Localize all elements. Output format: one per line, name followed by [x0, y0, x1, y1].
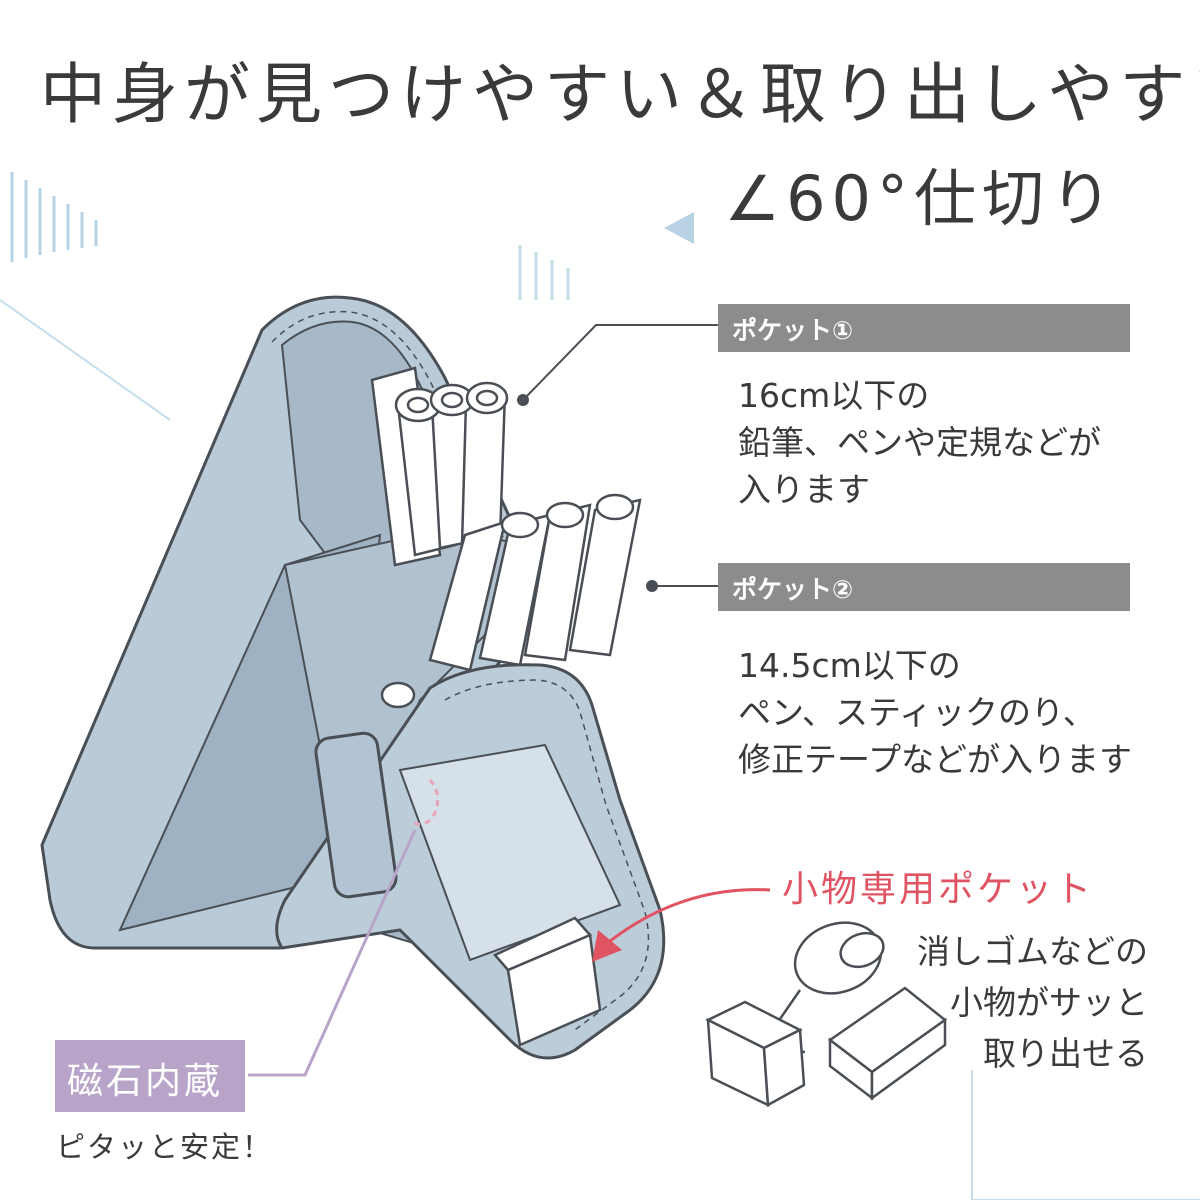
magnet-label-box: 磁石内蔵 [55, 1040, 245, 1112]
subtitle-partition: ∠60°仕切り [724, 162, 1118, 235]
pocket-2-desc-line: 修正テープなどが入ります [738, 740, 1133, 779]
eraser-icon [705, 1000, 806, 1108]
pocket-1-leader [517, 324, 718, 406]
pocket-1-description: 16cm以下の 鉛筆、ペンや定規などが 入ります [738, 372, 1101, 513]
case-front-stitch [444, 679, 650, 1033]
decorative-stripes-left [10, 172, 98, 262]
pocket-1-desc-line: 16cm以下の [738, 376, 930, 415]
pocket-1-desc-line: 入ります [738, 470, 870, 509]
pocket-2-label: ポケット② [732, 575, 854, 604]
eraser-in-pocket [492, 916, 602, 1047]
sticky-notes-icon [827, 986, 948, 1101]
zipper-pull [314, 681, 416, 899]
small-pocket-desc-line: 小物がサッと [950, 983, 1148, 1022]
decorative-line-left [0, 299, 171, 421]
main-title: 中身が見つけやすい＆取り出しやすい [40, 56, 1200, 133]
small-pocket-arrow [592, 888, 771, 962]
pocket-2-desc-line: 14.5cm以下の [738, 646, 961, 685]
pocket-2-description: 14.5cm以下の ペン、スティックのり、 修正テープなどが入ります [738, 642, 1132, 783]
pocket-1-label-bar: ポケット① [718, 304, 1130, 352]
magnet-leader-line [248, 829, 417, 1077]
pocket-2-desc-line: ペン、スティックのり、 [738, 693, 1096, 732]
small-pocket-desc-line: 取り出せる [983, 1034, 1148, 1073]
pocket-2-label-bar: ポケット② [718, 563, 1130, 611]
small-pocket-desc-line: 消しゴムなどの [917, 932, 1148, 971]
small-pocket-label: 小物専用ポケット [782, 869, 1095, 910]
tape-roll-icon [757, 921, 885, 1054]
pocket-2-leader [646, 580, 718, 592]
magnet-indicator-icon [408, 778, 440, 826]
decorative-stripes-mid [518, 245, 570, 300]
small-pocket-description: 消しゴムなどの 小物がサッと 取り出せる [917, 926, 1148, 1079]
magnet-description: ピタッと安定！ [56, 1130, 274, 1164]
decorative-corner-triangle [971, 1070, 1200, 1200]
decorative-triangle [664, 212, 694, 244]
small-pocket-interior [398, 743, 622, 962]
magnet-label: 磁石内蔵 [67, 1061, 224, 1102]
pocket-1-label: ポケット① [732, 316, 854, 345]
pens-pocket-2 [428, 493, 642, 672]
pocket-1-desc-line: 鉛筆、ペンや定規などが [738, 423, 1101, 462]
pens-pocket-1 [370, 366, 509, 567]
